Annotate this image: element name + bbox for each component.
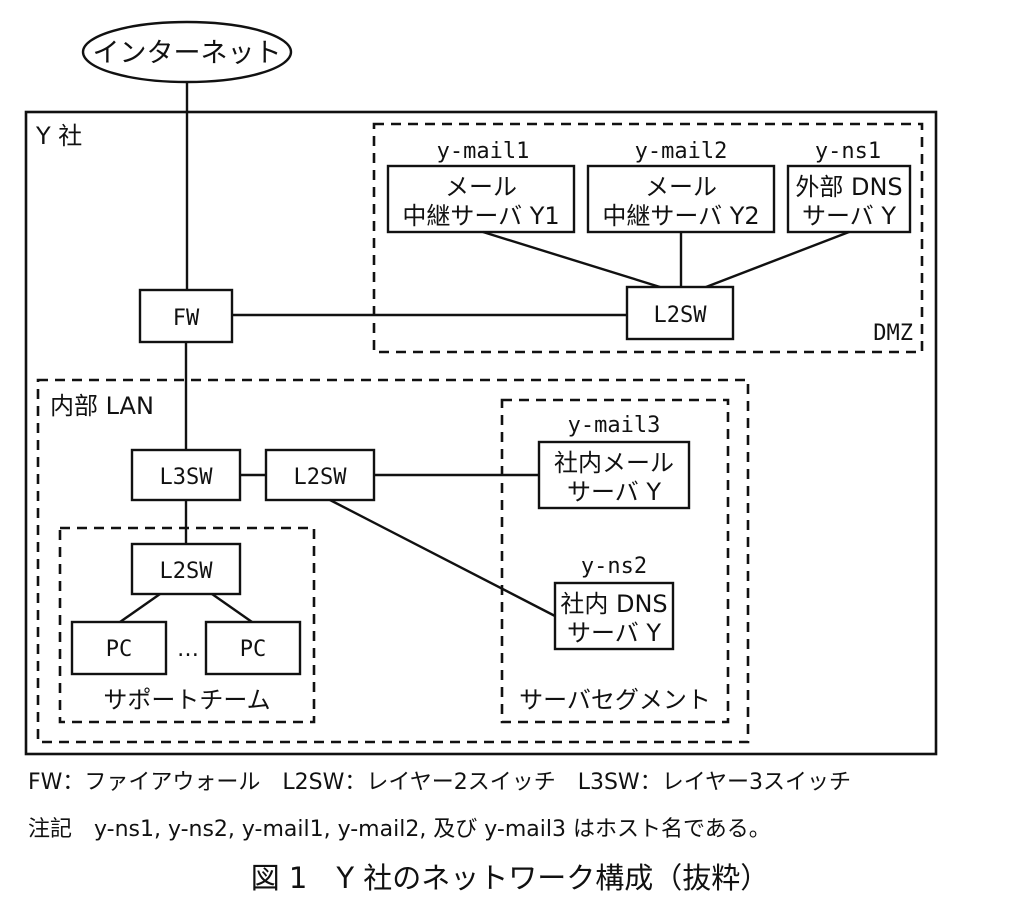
external-dns-line1: 外部 DNS [795,173,902,201]
l3sw-label: L3SW [160,465,214,490]
internal-mail-line2: サーバ Y [567,478,661,506]
mail-relay-y2-line2: 中継サーバ Y2 [602,202,759,230]
host-y-mail2: y-mail2 [635,139,728,164]
internal-dns-box [553,581,675,651]
external-dns-line2: サーバ Y [802,202,896,230]
pc1-box [70,620,168,676]
pc1-label: PC [106,637,133,662]
support-l2sw-box [130,542,242,596]
company-boundary [24,110,938,756]
link-l2sw-pc2 [211,593,253,623]
host-y-ns1: y-ns1 [815,139,881,164]
lan-l2sw-box [264,448,376,502]
internal-lan-label: 内部 LAN [50,392,154,420]
link-l2sw-internal-dns [329,498,556,618]
internal-lan-zone [36,378,750,744]
server-segment-zone [500,398,730,724]
lan-l2sw-label: L2SW [294,465,348,490]
mail-relay-y1-line1: メール [445,173,517,201]
fw-box [138,288,234,344]
figure-caption: 図 1 Y 社のネットワーク構成（抜粋） [251,861,770,895]
external-dns-box [786,164,912,234]
host-y-mail1: y-mail1 [437,139,530,164]
support-l2sw-label: L2SW [160,559,214,584]
dmz-zone [372,122,924,354]
host-y-ns2: y-ns2 [581,554,647,579]
pc-ellipsis: … [177,637,199,662]
internal-dns-line1: 社内 DNS [560,590,667,618]
link-y1-l2sw [482,230,661,289]
company-label: Y 社 [35,122,82,150]
link-l2sw-pc1 [119,593,161,623]
host-y-mail3: y-mail3 [568,413,661,438]
link-dns-l2sw [705,230,850,289]
internal-dns-line2: サーバ Y [567,619,661,647]
internet-label: インターネット [93,38,282,69]
pc2-label: PC [240,637,267,662]
dmz-l2sw-box [625,285,735,341]
pc2-box [204,620,302,676]
mail-relay-y1-box [386,164,576,234]
fw-label: FW [173,306,200,331]
internal-mail-line1: 社内メール [554,449,674,477]
support-team-label: サポートチーム [103,686,270,714]
legend-text: FW：ファイアウォール L2SW：レイヤー2スイッチ L3SW：レイヤー3スイッ… [28,770,851,795]
dmz-label: DMZ [873,321,913,346]
note-text: 注記 y-ns1, y-ns2, y-mail1, y-mail2, 及び y-… [28,817,771,842]
dmz-l2sw-label: L2SW [654,303,708,328]
mail-relay-y1-line2: 中継サーバ Y1 [402,202,559,230]
server-segment-label: サーバセグメント [519,686,711,714]
mail-relay-y2-line1: メール [645,173,717,201]
